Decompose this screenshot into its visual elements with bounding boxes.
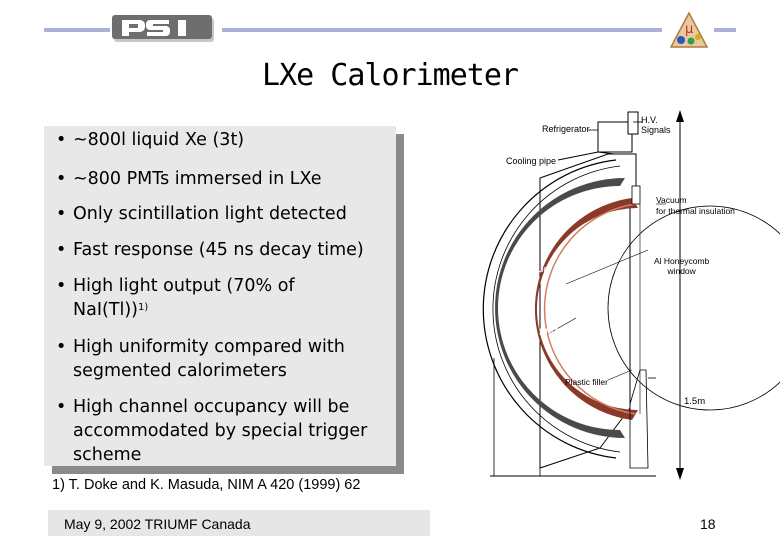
label-plastic-filler: Plastic filler [565,377,608,387]
bullet-glyph: • [56,337,67,357]
header-line-left [44,28,110,32]
bullet-glyph: • [56,169,67,189]
bullet-text: NaI(Tl)) [73,300,139,320]
footer-bar [48,510,430,536]
honeycomb-window-circle [607,205,780,411]
pmt-layer-highlight [543,203,637,415]
bullet-text: Only scintillation light detected [73,204,347,224]
bullet-glyph: • [56,276,67,296]
label-hv-signals: H.V. Signals [641,115,671,135]
label-vacuum: Vacuum for thermal insulation [656,195,735,216]
label-size: 1.5m [684,396,706,407]
label-cooling-pipe: Cooling pipe [506,156,557,166]
label-refrigerator: Refrigerator [542,124,590,134]
vacuum-port [631,185,641,205]
bullet-glyph: • [56,204,67,224]
bullet-text: scheme [73,445,142,465]
footnote-marker: 1) [138,302,149,313]
refrigerator-box [597,121,633,153]
label-al-honeycomb: Al Honeycomb window [654,256,710,276]
page-number: 18 [700,516,716,532]
header-line-right [714,28,736,32]
footnote: 1) T. Doke and K. Masuda, NIM A 420 (199… [52,477,361,493]
cooling-pipe [557,151,615,161]
footer-date-event: May 9, 2002 TRIUMF Canada [64,516,251,532]
label-pmt: PMT [539,327,560,338]
bullet-glyph: • [56,397,67,417]
bullet-text: High light output (70% of [73,276,295,296]
label-liquid-xe: Liq. Xe [536,264,566,275]
bullet-text: accommodated by special trigger [73,421,368,441]
bullet-text: High uniformity compared with [73,337,345,357]
bullet-panel [44,126,396,466]
bullet-text: Fast response (45 ns decay time) [73,240,364,260]
psi-logo [112,15,214,42]
slide-title: LXe Calorimeter [262,58,519,93]
outer-vessel [482,159,617,459]
bullet-glyph: • [56,130,67,150]
institute-logo: μ [669,11,709,48]
bullet-text: High channel occupancy will be [73,397,350,417]
bullet-glyph: • [56,240,67,260]
vacuum-gap [492,165,621,453]
lxe-calorimeter-diagram [482,110,780,480]
bullet-text: ~800l liquid Xe (3t) [73,130,245,150]
hv-feedthrough [627,111,639,135]
header-line-middle [222,28,662,32]
bullet-text-line2: NaI(Tl))1) [73,298,148,322]
bullet-text: ~800 PMTs immersed in LXe [73,169,322,189]
svg-text:μ: μ [685,22,693,37]
bullet-text: segmented calorimeters [73,361,287,381]
support-frame [629,369,649,469]
